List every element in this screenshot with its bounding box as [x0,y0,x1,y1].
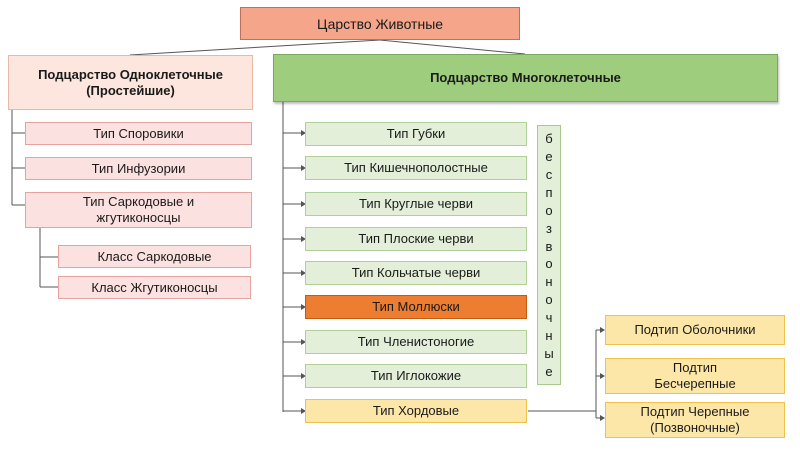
invertebrates-letter: о [545,256,553,272]
invertebrates-letter: п [545,184,553,200]
type-flatworms: Тип Плоские черви [305,227,527,251]
invertebrates-letter: ы [544,346,554,362]
type-roundworms: Тип Круглые черви [305,192,527,216]
type-echinoderms: Тип Иглокожие [305,364,527,388]
class-flagellates: Класс Жгутиконосцы [58,276,251,299]
type-mollusks: Тип Моллюски [305,295,527,319]
invertebrates-letter: н [545,328,553,344]
invertebrates-letter: о [545,202,553,218]
subtype-craniata: Подтип Черепные (Позвоночные) [605,402,785,438]
invertebrates-letter: е [545,363,553,379]
subkingdom-multicellular: Подцарство Многоклеточные [273,54,778,102]
type-chordates: Тип Хордовые [305,399,527,423]
invertebrates-letter: з [546,220,552,236]
subtype-acrania: Подтип Бесчерепные [605,358,785,394]
invertebrates-letter: ч [545,310,553,326]
type-sponges: Тип Губки [305,122,527,146]
invertebrates-letter: н [545,274,553,290]
type-sarcodina-flagellates: Тип Саркодовые и жгутиконосцы [25,192,252,228]
class-sarcodina: Класс Саркодовые [58,245,251,268]
type-ciliates: Тип Инфузории [25,157,252,180]
subkingdom-unicellular: Подцарство Одноклеточные (Простейшие) [8,55,253,110]
invertebrates-label: б е с п о з в о н о ч н ы е [537,125,561,385]
type-arthropods: Тип Членистоногие [305,330,527,354]
invertebrates-letter: е [545,148,553,164]
type-annelids: Тип Кольчатые черви [305,261,527,285]
invertebrates-letter: о [545,292,553,308]
type-sporozoa: Тип Споровики [25,122,252,145]
invertebrates-letter: в [545,238,553,254]
subtype-tunicates: Подтип Оболочники [605,315,785,345]
invertebrates-letter: б [545,131,553,146]
invertebrates-letter: с [545,166,553,182]
kingdom-box: Царство Животные [240,7,520,40]
type-coelenterates: Тип Кишечнополостные [305,156,527,180]
